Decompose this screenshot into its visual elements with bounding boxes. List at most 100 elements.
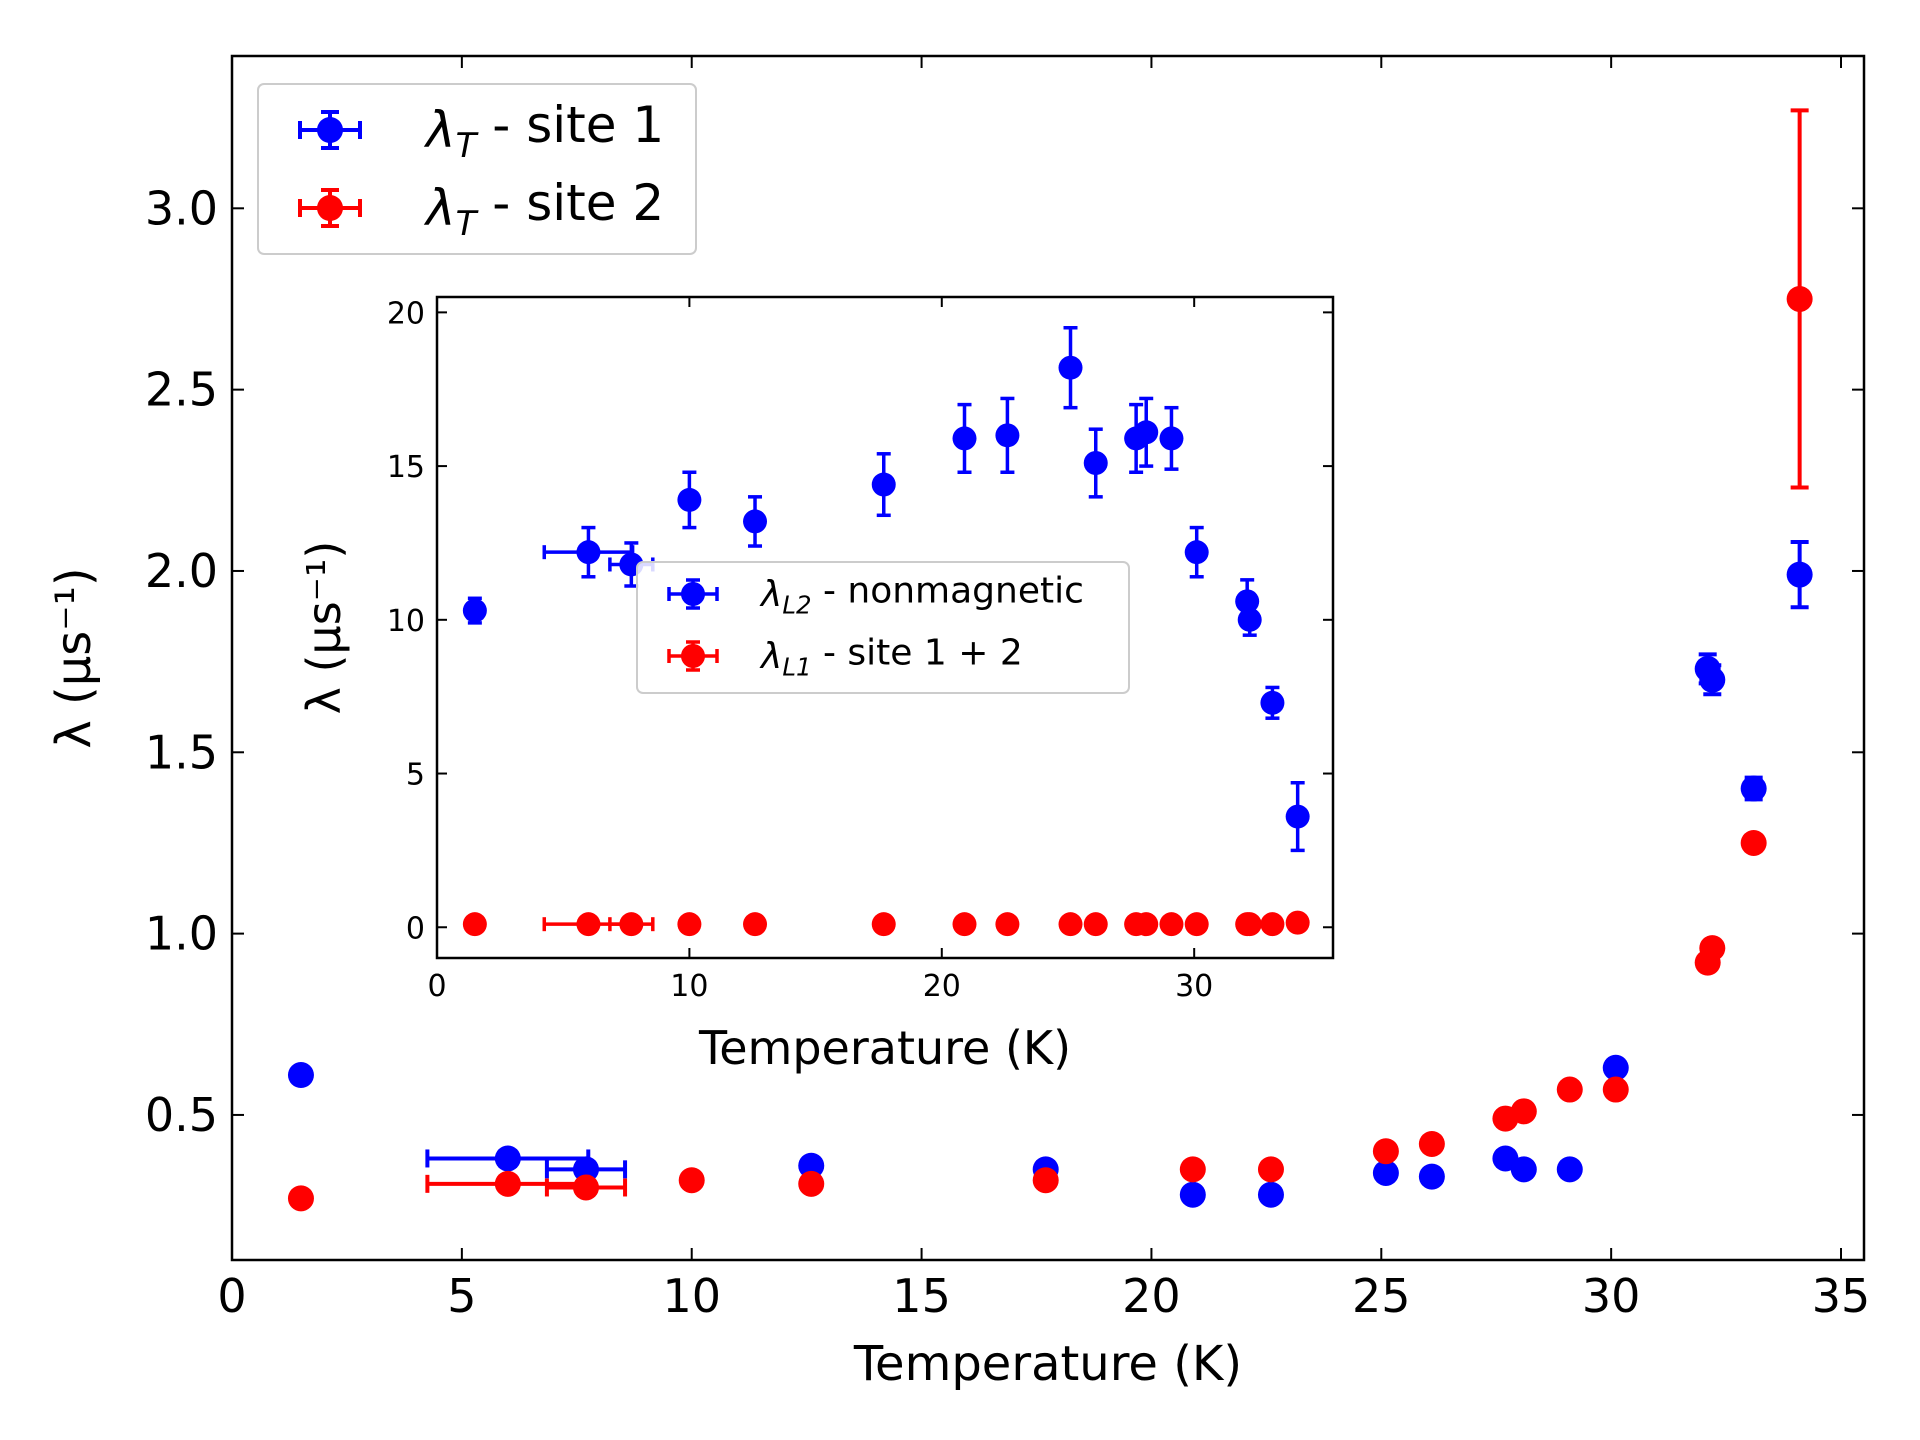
data-point: [1260, 912, 1285, 937]
data-point: [619, 912, 644, 937]
data-point: [1556, 1156, 1583, 1183]
legend-symbol: λ: [423, 101, 456, 159]
data-point: [1510, 1098, 1537, 1125]
x-tick-label: 30: [1582, 1269, 1641, 1323]
legend-symbol: λ: [759, 636, 782, 677]
data-point: [1699, 666, 1726, 693]
legend-text: - site 2: [476, 174, 664, 232]
x-tick-label: 30: [1175, 969, 1213, 1004]
data-point: [1740, 829, 1767, 856]
data-point: [1285, 804, 1310, 829]
series-0: [287, 539, 1813, 1208]
x-axis-label: Temperature (K): [698, 1021, 1071, 1075]
data-point: [677, 912, 702, 937]
x-tick-label: 5: [447, 1269, 476, 1323]
legend-label: λT - site 2: [423, 174, 664, 244]
data-point: [494, 1145, 521, 1172]
legend-symbol: λ: [759, 574, 782, 615]
legend-subscript: L1: [782, 652, 811, 681]
data-point: [1083, 912, 1108, 937]
data-point: [743, 509, 768, 534]
data-point: [287, 1062, 314, 1089]
legend-label: λL1 - site 1 + 2: [759, 633, 1023, 682]
series-0: [462, 325, 1310, 853]
data-point: [1058, 912, 1083, 937]
y-axis-label: λ (μs⁻¹): [297, 541, 351, 715]
data-point: [995, 423, 1020, 448]
legend-marker: [681, 644, 705, 668]
legend-label: λL2 - nonmagnetic: [759, 571, 1084, 620]
legend-marker: [317, 195, 343, 221]
data-point: [1235, 589, 1260, 614]
data-point: [1032, 1167, 1059, 1194]
y-tick-label: 1.5: [145, 725, 218, 779]
data-point: [1257, 1156, 1284, 1183]
data-point: [743, 912, 768, 937]
data-point: [1159, 426, 1184, 451]
x-tick-label: 0: [217, 1269, 246, 1323]
data-point: [871, 472, 896, 497]
x-tick-label: 10: [670, 969, 708, 1004]
data-point: [1237, 607, 1262, 632]
data-point: [1159, 912, 1184, 937]
data-point: [1134, 912, 1159, 937]
legend-marker: [681, 582, 705, 606]
y-tick-label: 15: [387, 450, 425, 485]
data-point: [462, 598, 487, 623]
legend-text: - nonmagnetic: [812, 571, 1084, 612]
x-tick-label: 15: [892, 1269, 951, 1323]
data-point: [678, 1167, 705, 1194]
data-point: [462, 912, 487, 937]
data-point: [1260, 690, 1285, 715]
data-point: [798, 1152, 825, 1179]
data-point: [1179, 1156, 1206, 1183]
x-tick-label: 20: [923, 969, 961, 1004]
x-tick-label: 0: [427, 969, 446, 1004]
x-tick-label: 10: [662, 1269, 721, 1323]
data-point: [287, 1185, 314, 1212]
x-tick-label: 35: [1812, 1269, 1871, 1323]
legend-symbol: λ: [423, 179, 456, 237]
data-point: [1179, 1181, 1206, 1208]
data-point: [494, 1170, 521, 1197]
x-axis-label: Temperature (K): [853, 1336, 1242, 1392]
data-point: [576, 540, 601, 565]
data-point: [1510, 1156, 1537, 1183]
data-point: [871, 912, 896, 937]
legend-text: - site 1 + 2: [812, 633, 1023, 674]
data-point: [1372, 1159, 1399, 1186]
data-point: [1285, 910, 1310, 935]
y-tick-label: 2.0: [145, 544, 218, 598]
legend-label: λT - site 1: [423, 96, 664, 166]
x-tick-label: 25: [1352, 1269, 1411, 1323]
data-point: [798, 1170, 825, 1197]
data-point: [1237, 912, 1262, 937]
data-point: [1083, 451, 1108, 476]
y-tick-label: 0: [406, 911, 425, 946]
data-point: [995, 912, 1020, 937]
legend-marker: [317, 117, 343, 143]
data-point: [1786, 561, 1813, 588]
legend-subscript: T: [456, 204, 479, 244]
y-tick-label: 20: [387, 296, 425, 331]
data-point: [1184, 540, 1209, 565]
data-point: [1418, 1163, 1445, 1190]
y-tick-label: 10: [387, 604, 425, 639]
data-point: [1418, 1130, 1445, 1157]
data-point: [952, 912, 977, 937]
legend-text: - site 1: [476, 96, 664, 154]
data-point: [1740, 775, 1767, 802]
y-tick-label: 1.0: [145, 907, 218, 961]
data-point: [1184, 912, 1209, 937]
legend-frame: [257, 83, 697, 255]
data-point: [1556, 1076, 1583, 1103]
series-1: [462, 910, 1310, 937]
data-point: [1058, 355, 1083, 380]
data-point: [1786, 285, 1813, 312]
y-tick-label: 3.0: [145, 181, 218, 235]
data-point: [572, 1174, 599, 1201]
legend-frame: [636, 561, 1130, 694]
